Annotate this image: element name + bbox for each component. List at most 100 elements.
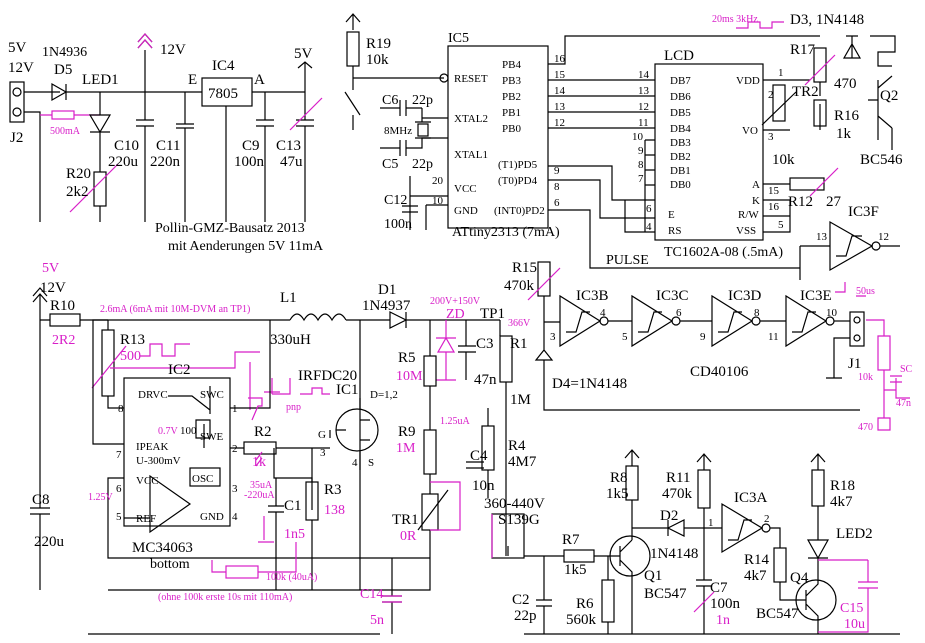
label-1n5: 1n5	[284, 527, 305, 542]
label-5v: 5V	[8, 40, 27, 56]
label-d12: D=1,2	[370, 389, 398, 401]
label-8mhz: 8MHz	[384, 125, 412, 137]
label-r16-1k: 1k	[836, 126, 852, 142]
label-mc-7: 7	[116, 449, 122, 461]
label-c7: C7	[710, 580, 728, 596]
label-35ua: 35uA	[250, 480, 273, 491]
label-c12: C12	[384, 193, 407, 208]
label-10u: 10u	[844, 617, 865, 632]
label-200v150v: 200V+150V	[430, 296, 481, 307]
label-s: S	[368, 457, 374, 469]
label-lcd-rs: RS	[668, 225, 681, 237]
label-vo: VO	[742, 125, 758, 137]
label-mosfet-3: 3	[320, 447, 326, 459]
resistor-r5	[423, 355, 437, 387]
label-r7: R7	[562, 532, 580, 548]
label-22p-c5: 22p	[412, 157, 433, 172]
oscillator-block	[189, 467, 221, 487]
label-led1: LED1	[82, 72, 119, 88]
label-r17: R17	[790, 42, 816, 58]
pnp-mod	[249, 362, 291, 410]
resistor-r6	[601, 579, 615, 623]
label-irfdc20: IRFDC20	[298, 368, 357, 384]
label-mc34063: MC34063	[132, 540, 193, 556]
label-e: E	[188, 72, 197, 88]
label-bottom: bottom	[150, 557, 190, 572]
label-pin10: 10	[432, 195, 444, 207]
mcu-pin-pb0: PB0	[502, 123, 521, 135]
label-r9-1m: 1M	[396, 441, 416, 456]
label-hv-5v: 5V	[42, 261, 59, 276]
lcd-pinnum-8: 8	[638, 159, 644, 171]
label-mc-gnd: GND	[200, 511, 224, 523]
label-led2: LED2	[836, 526, 873, 542]
trimmer-tr2	[772, 84, 786, 122]
label-c9: C9	[242, 138, 260, 154]
label-c5: C5	[382, 157, 398, 172]
cap-c7	[696, 453, 712, 634]
label-r2: R2	[254, 424, 272, 440]
label-reset: RESET	[454, 73, 488, 85]
lcd-pinnum-14: 14	[638, 69, 650, 81]
label-lcd-pin4: 4	[646, 221, 652, 233]
label-bc546: BC546	[860, 152, 903, 168]
label-mc-vcc: VCC	[136, 475, 159, 487]
label-r11: R11	[666, 470, 690, 486]
lcd-pinnum-10: 10	[632, 131, 644, 143]
label-100: 100	[180, 425, 197, 437]
resistor-r2	[243, 441, 277, 455]
label-r3: R3	[324, 482, 342, 498]
label-100k40ua: 100k (40uA)	[266, 572, 317, 583]
label-d4: D4=1N4148	[552, 376, 627, 392]
diode-d1	[389, 311, 500, 329]
resistor-r18	[811, 469, 825, 507]
label-r14: R14	[744, 552, 770, 568]
label-560k: 560k	[566, 612, 597, 628]
label-j2: J2	[10, 130, 23, 146]
label-mc-8: 8	[118, 403, 124, 415]
cap-c6	[380, 100, 448, 122]
label-r13: R13	[120, 332, 145, 348]
label-inv-10: 10	[826, 307, 838, 319]
label-pin20: 20	[432, 175, 444, 187]
cap-c1	[268, 478, 284, 590]
label-r17-470: 470	[834, 76, 857, 92]
label-ic2: IC2	[168, 362, 191, 378]
label-c3: C3	[476, 336, 494, 352]
label-inv-9: 9	[700, 331, 706, 343]
reset-switch	[344, 66, 444, 130]
resistor-r11	[697, 469, 711, 509]
label-100n-c7: 100n	[710, 596, 741, 612]
label-inv-8: 8	[754, 307, 760, 319]
label-r4: R4	[508, 438, 526, 454]
label-cd40106: CD40106	[690, 364, 749, 380]
mcu-pin-pb1: PB1	[502, 107, 521, 119]
label-5v-b: 5V	[294, 46, 313, 62]
label-12v-b: 12V	[160, 42, 186, 58]
cap-c13	[296, 92, 314, 222]
mcu-section	[344, 13, 820, 269]
label-vcc: VCC	[454, 183, 477, 195]
label-lcd-pin2: 2	[768, 89, 774, 101]
mc34063-section	[91, 319, 430, 590]
label-c10: C10	[114, 138, 139, 154]
label-lcd-a: A	[752, 179, 760, 191]
label-c2: C2	[512, 592, 530, 608]
label-c8: C8	[32, 492, 50, 508]
lcd-pin-db7: DB7	[670, 75, 691, 87]
label-r13-500: 500	[120, 349, 141, 364]
mcu-pinnum-12: 12	[554, 117, 565, 129]
label-50us: 50us	[856, 286, 875, 297]
label-r8: R8	[610, 470, 628, 486]
lcd-pinnum-11: 11	[638, 117, 649, 129]
label-125v: 1.25V	[88, 492, 114, 503]
label-lcd-k: K	[752, 195, 760, 207]
label-r19: R19	[366, 36, 391, 52]
cap-c5	[380, 137, 448, 156]
inverter-chain	[527, 261, 910, 431]
cap-c15	[818, 560, 878, 633]
label-2r2: 2R2	[52, 333, 75, 348]
label-q4: Q4	[790, 570, 809, 586]
